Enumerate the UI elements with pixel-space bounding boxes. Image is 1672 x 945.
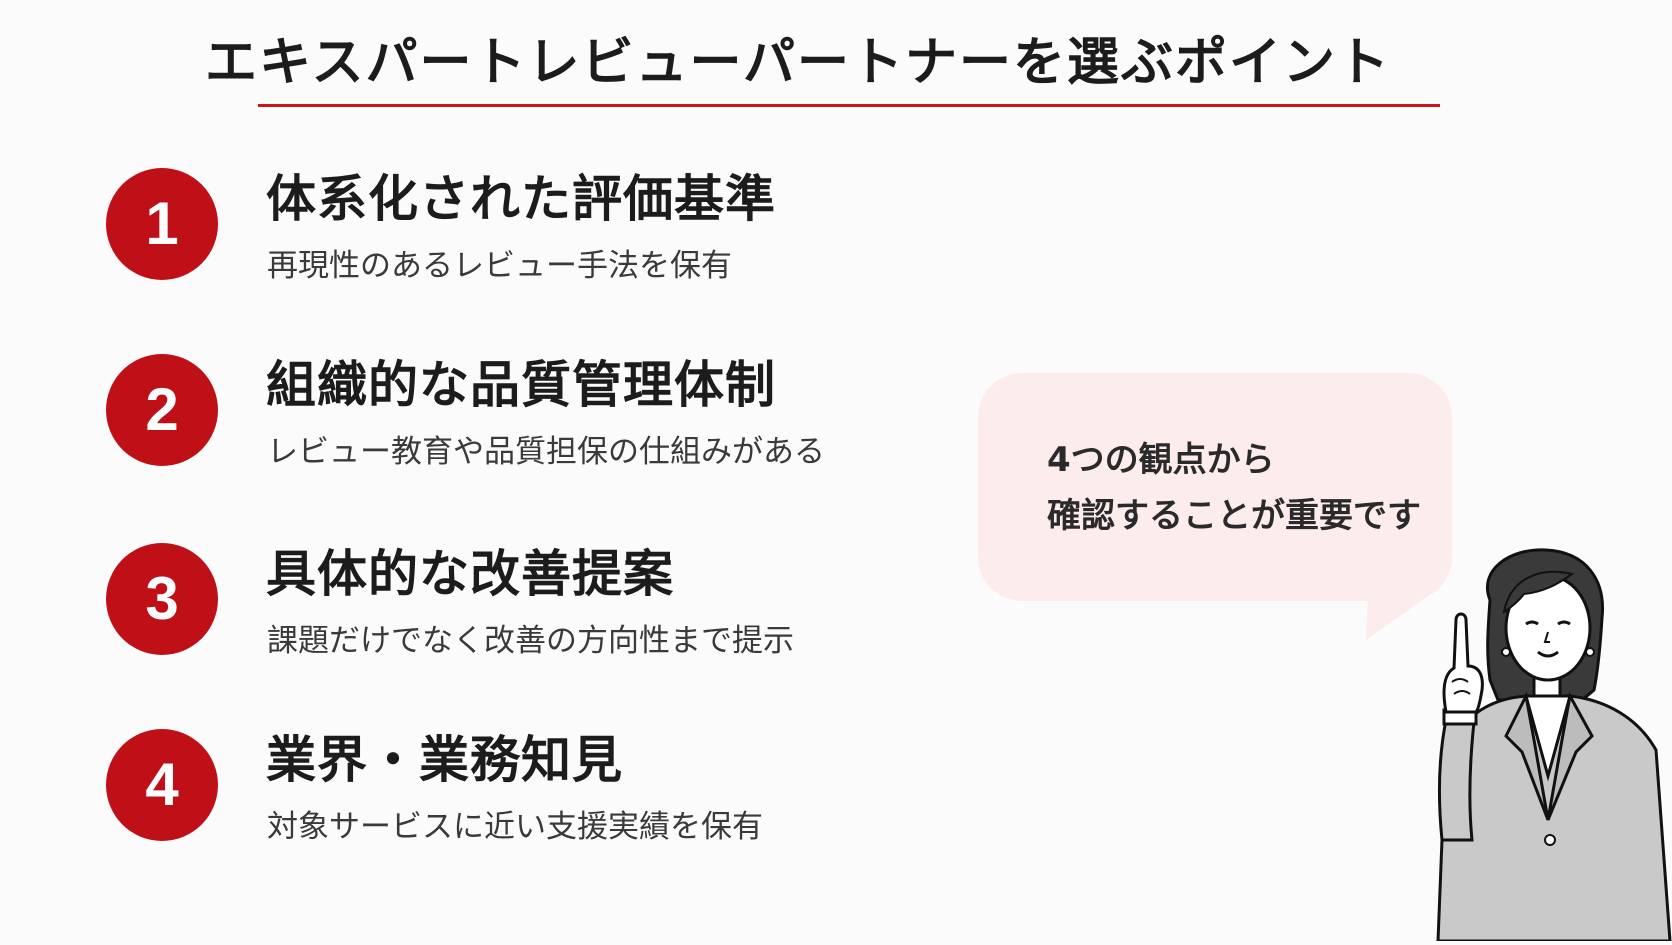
speech-bubble — [978, 373, 1452, 601]
businesswoman-illustration — [1398, 540, 1672, 943]
point-item-4: 4 業界・業務知見 対象サービスに近い支援実績を保有 — [106, 729, 1006, 849]
point-description-3: 課題だけでなく改善の方向性まで提示 — [267, 623, 794, 659]
slide-title: エキスパートレビューパートナーを選ぶポイント — [205, 33, 1391, 93]
point-title-3: 具体的な改善提案 — [266, 545, 674, 603]
number-badge-4: 4 — [106, 729, 218, 841]
number-badge-2: 2 — [106, 354, 218, 466]
speech-bubble-line-1: 4つの観点から — [1047, 440, 1275, 480]
point-title-2: 組織的な品質管理体制 — [266, 356, 776, 414]
point-title-1: 体系化された評価基準 — [266, 170, 776, 228]
point-item-3: 3 具体的な改善提案 課題だけでなく改善の方向性まで提示 — [106, 543, 1006, 663]
point-description-4: 対象サービスに近い支援実績を保有 — [267, 809, 763, 845]
point-description-1: 再現性のあるレビュー手法を保有 — [267, 248, 732, 284]
point-item-2: 2 組織的な品質管理体制 レビュー教育や品質担保の仕組みがある — [106, 354, 1006, 474]
speech-bubble-text: 4つの観点から 確認することが重要です — [1047, 432, 1421, 544]
number-badge-1: 1 — [106, 168, 218, 280]
title-underline — [258, 104, 1440, 107]
number-badge-3: 3 — [106, 543, 218, 655]
point-description-2: レビュー教育や品質担保の仕組みがある — [267, 434, 825, 470]
speech-bubble-line-2: 確認することが重要です — [1047, 496, 1421, 536]
point-title-4: 業界・業務知見 — [266, 731, 623, 789]
point-item-1: 1 体系化された評価基準 再現性のあるレビュー手法を保有 — [106, 168, 1006, 288]
